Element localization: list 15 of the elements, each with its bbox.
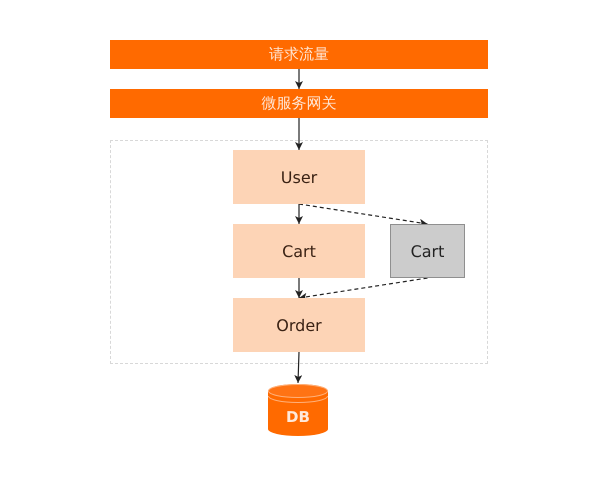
arrow xyxy=(295,204,303,224)
arrow xyxy=(294,352,302,384)
group-frame xyxy=(110,140,488,364)
arrow xyxy=(295,278,303,298)
arrow xyxy=(298,277,428,301)
service-box: Order xyxy=(233,298,365,352)
service-box: Cart xyxy=(390,224,465,278)
arrow xyxy=(295,69,303,89)
service-box: Cart xyxy=(233,224,365,278)
arrow xyxy=(298,203,428,227)
arrow xyxy=(295,118,303,150)
database-cylinder: DB xyxy=(267,383,329,437)
service-box: User xyxy=(233,150,365,204)
header-bar: 请求流量 xyxy=(110,40,488,69)
header-bar: 微服务网关 xyxy=(110,89,488,118)
